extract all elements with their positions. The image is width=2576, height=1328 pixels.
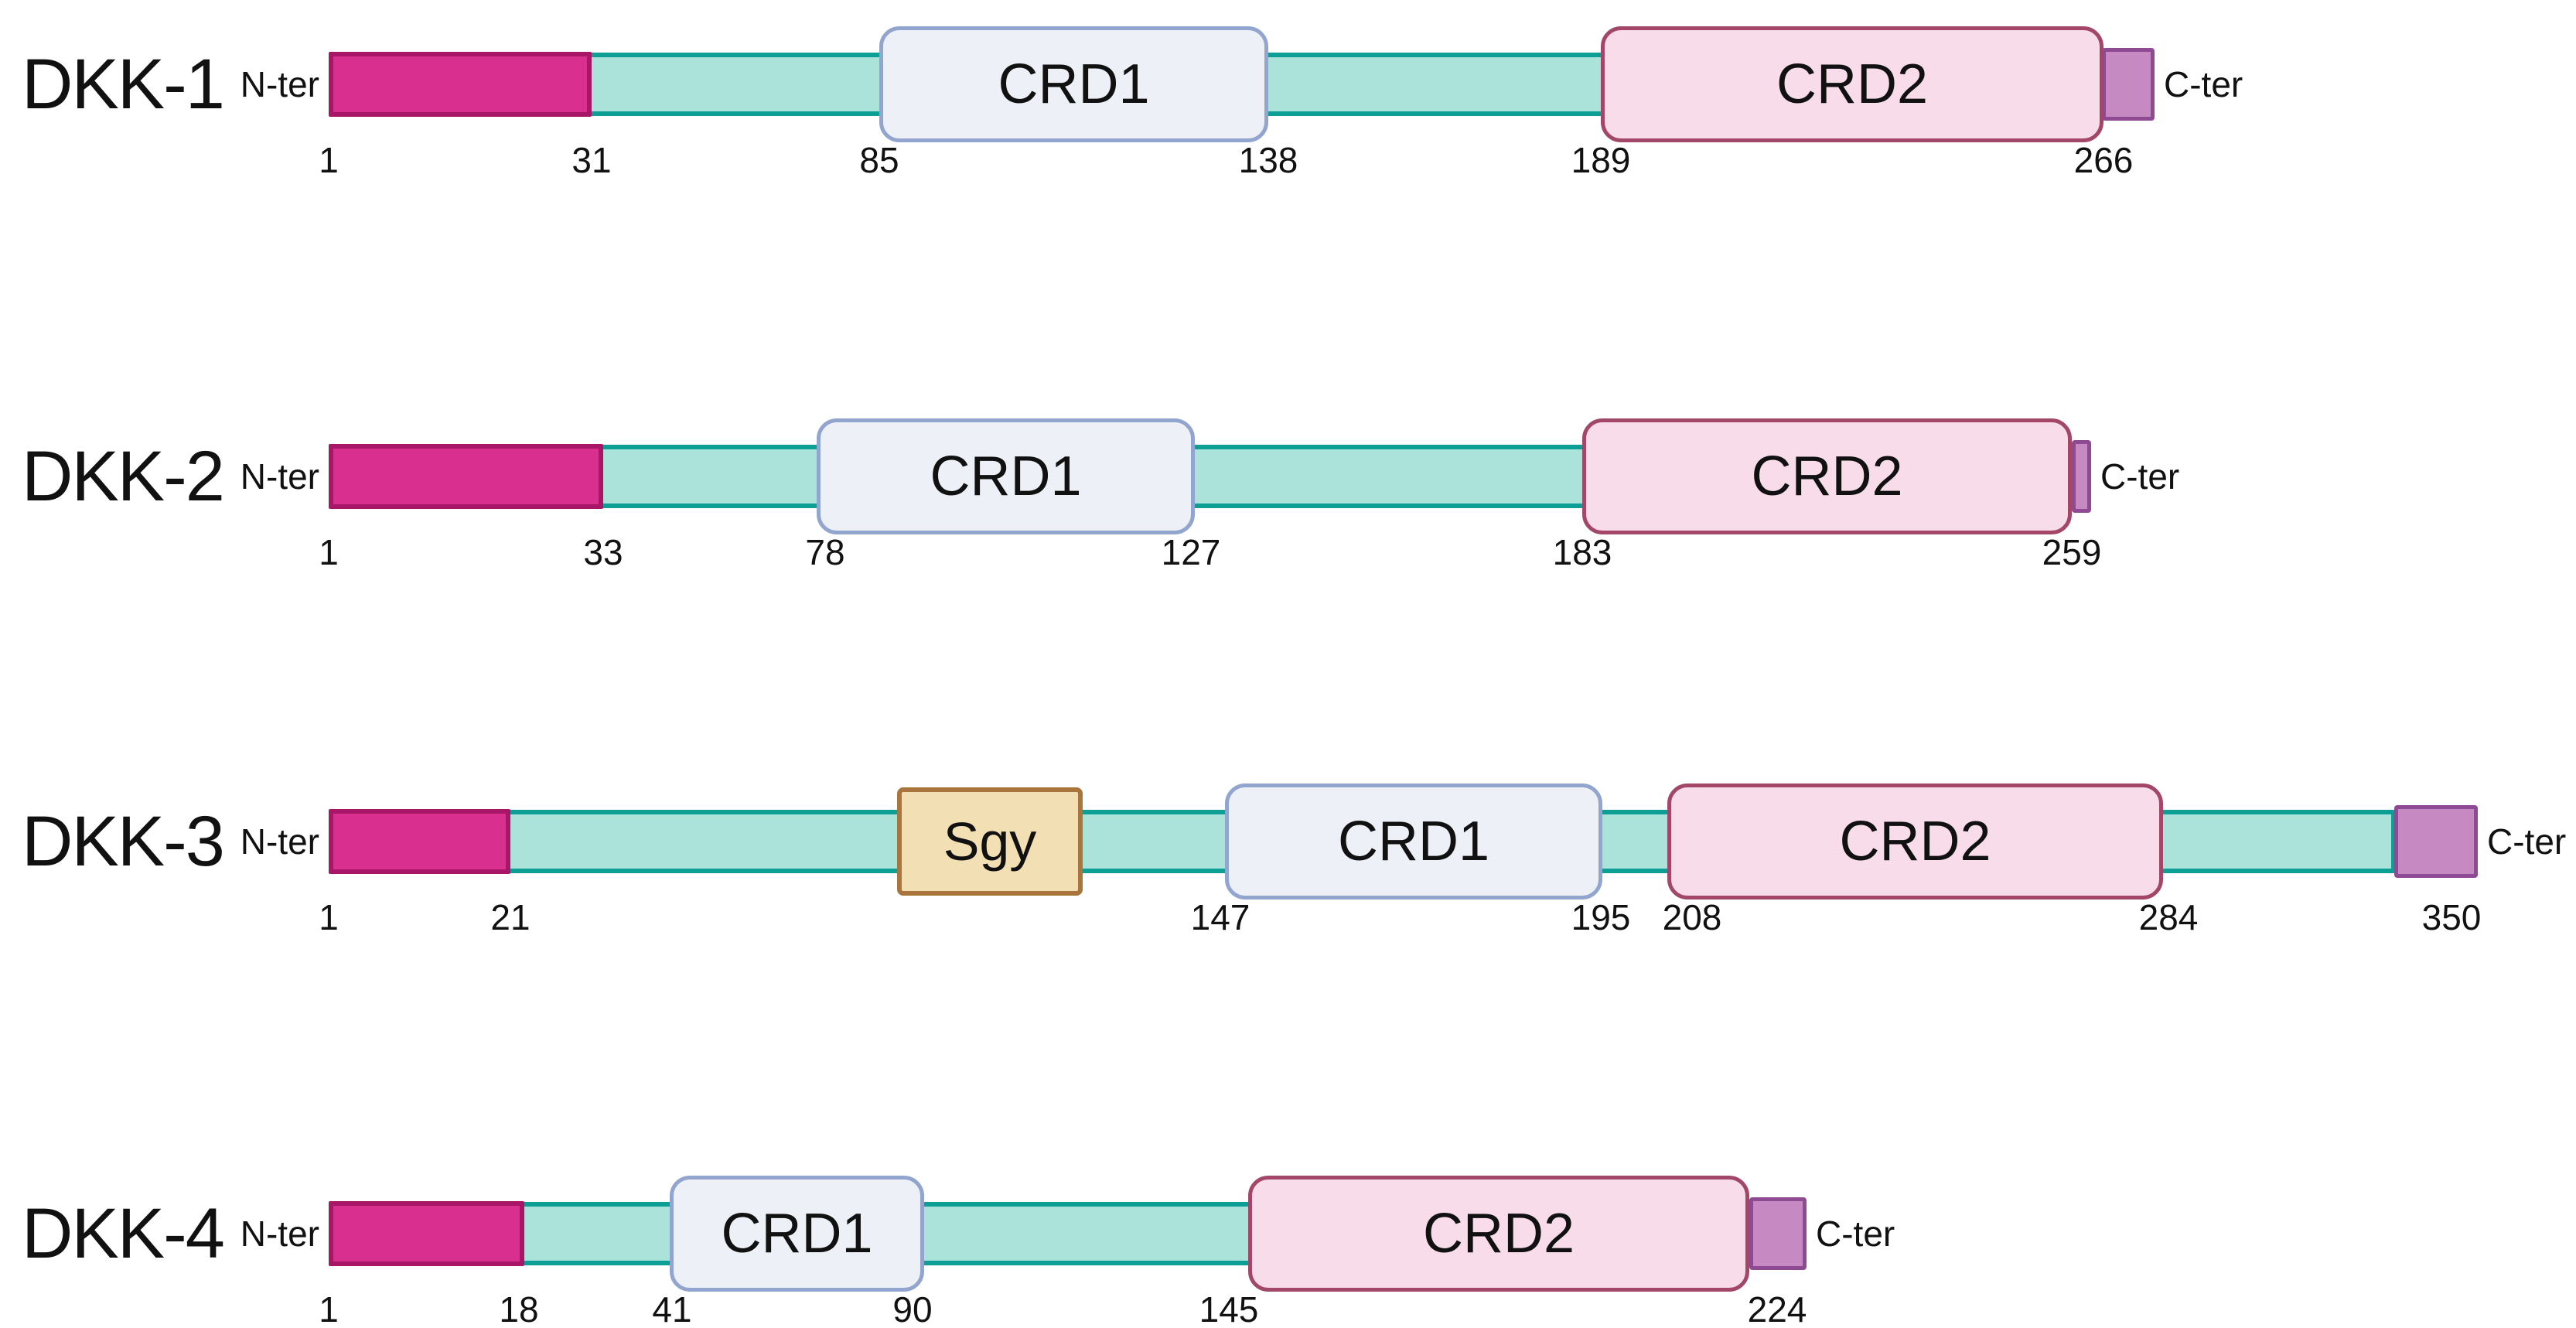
residue-number: 195 <box>1571 897 1631 937</box>
c-terminal-box <box>2102 48 2155 121</box>
n-terminus-label: N-ter <box>240 64 319 104</box>
c-terminal-box <box>2072 440 2091 513</box>
c-terminus-label: C-ter <box>2164 64 2243 104</box>
protein-name: DKK-1 <box>22 44 225 124</box>
c-terminus-label: C-ter <box>2100 456 2180 497</box>
residue-number: 1 <box>319 532 339 572</box>
protein-row: DKK-1 N-ter CRD1 CRD2 C-ter 1 31 85 138 189 266 <box>0 7 2576 193</box>
domain-box-sgy: Sgy <box>897 787 1083 896</box>
residue-number: 266 <box>2073 140 2134 180</box>
c-terminal-box <box>1749 1197 1807 1270</box>
protein-name: DKK-3 <box>22 801 225 881</box>
domain-box-crd1: CRD1 <box>879 26 1268 142</box>
c-terminus-label: C-ter <box>2487 821 2567 862</box>
n-terminus-label: N-ter <box>240 456 319 497</box>
residue-number: 224 <box>1747 1289 1807 1328</box>
signal-peptide-box <box>329 1201 524 1266</box>
protein-row: DKK-3 N-ter Sgy CRD1 CRD2 C-ter 1 21 147 195 208 28… <box>0 764 2576 950</box>
residue-number: 284 <box>2138 897 2199 937</box>
protein-row: DKK-4 N-ter CRD1 CRD2 C-ter 1 18 41 90 145 224 <box>0 1156 2576 1328</box>
n-terminus-label: N-ter <box>240 821 319 862</box>
n-terminus-label: N-ter <box>240 1214 319 1254</box>
residue-number: 1 <box>319 140 339 180</box>
c-terminal-box <box>2394 805 2478 878</box>
domain-box-crd2: CRD2 <box>1667 783 2163 900</box>
residue-number: 183 <box>1552 532 1612 572</box>
protein-name: DKK-4 <box>22 1193 225 1273</box>
domain-box-crd1: CRD1 <box>1225 783 1602 900</box>
residue-number: 90 <box>892 1289 933 1328</box>
signal-peptide-box <box>329 809 510 874</box>
residue-number: 33 <box>583 532 623 572</box>
domain-box-crd2: CRD2 <box>1601 26 2103 142</box>
residue-number: 31 <box>571 140 612 180</box>
residue-number: 147 <box>1190 897 1250 937</box>
residue-number: 350 <box>2421 897 2482 937</box>
residue-number: 138 <box>1238 140 1298 180</box>
residue-number: 259 <box>2042 532 2102 572</box>
residue-number: 78 <box>805 532 845 572</box>
residue-number: 127 <box>1161 532 1221 572</box>
protein-row: DKK-2 N-ter CRD1 CRD2 C-ter 1 33 78 127 183 259 <box>0 399 2576 585</box>
signal-peptide-box <box>329 444 603 509</box>
residue-number: 41 <box>652 1289 692 1328</box>
residue-number: 21 <box>490 897 531 937</box>
residue-number: 18 <box>499 1289 539 1328</box>
residue-number: 1 <box>319 1289 339 1328</box>
c-terminus-label: C-ter <box>1816 1214 1895 1254</box>
residue-number: 189 <box>1571 140 1631 180</box>
domain-box-crd2: CRD2 <box>1582 418 2072 534</box>
protein-name: DKK-2 <box>22 436 225 516</box>
domain-box-crd1: CRD1 <box>670 1176 924 1292</box>
domain-box-crd1: CRD1 <box>817 418 1195 534</box>
residue-number: 1 <box>319 897 339 937</box>
residue-number: 145 <box>1199 1289 1259 1328</box>
signal-peptide-box <box>329 52 592 117</box>
residue-number: 85 <box>859 140 899 180</box>
residue-number: 208 <box>1662 897 1722 937</box>
domain-box-crd2: CRD2 <box>1248 1176 1749 1292</box>
